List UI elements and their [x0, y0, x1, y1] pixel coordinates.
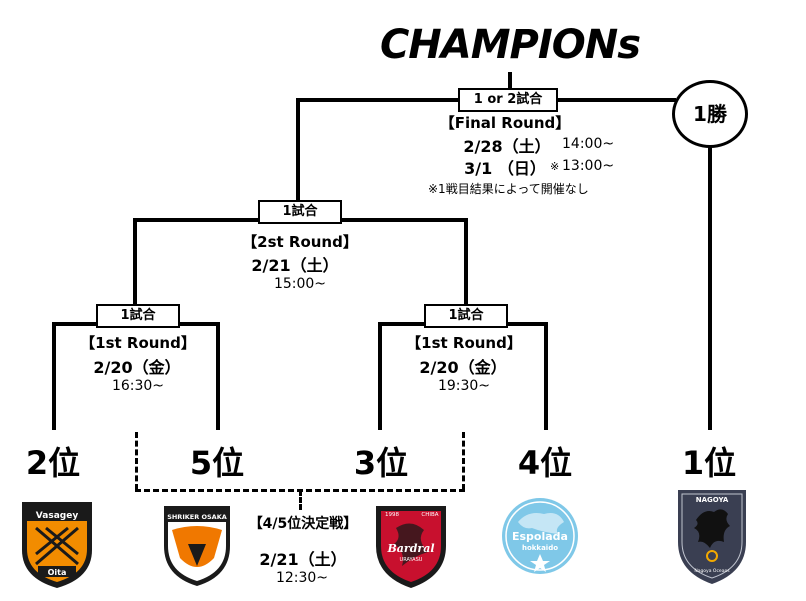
final-date-2: 3/1 （日）	[464, 159, 546, 178]
espolada-sub-text: hokkaido	[522, 544, 558, 552]
qf-right-date: 2/20（金）	[419, 358, 507, 377]
playoff-right-dashed-line	[462, 432, 465, 490]
shriker-top-text: SHRIKER OSAKA	[167, 513, 227, 521]
playoff-label: 【4/5位決定戦】	[248, 516, 358, 532]
final-note-mark: ※	[550, 160, 560, 173]
playoff-date: 2/21（土）	[259, 550, 347, 569]
nagoya-top-text: NAGOYA	[696, 496, 729, 504]
win-advantage-circle: 1勝	[672, 80, 748, 148]
semi-time: 15:00~	[273, 276, 327, 292]
page-title: CHAMPIONs	[379, 22, 641, 68]
playoff-left-dashed-line	[135, 432, 138, 490]
espolada-hokkaido-logo: Espolada hokkaido	[502, 498, 578, 574]
bardral-name-text: Bardral	[386, 542, 434, 555]
bardral-year-text: 1998	[385, 512, 399, 518]
final-time-1: 14:00~	[562, 136, 615, 152]
rank-5: 5位	[189, 444, 245, 482]
champion-stem-line	[508, 72, 512, 100]
final-left-drop-line	[296, 98, 300, 210]
rank-4: 4位	[517, 444, 573, 482]
qf-right-a-line	[378, 322, 382, 430]
vasagey-bottom-text: Oita	[48, 568, 67, 577]
first-place-line	[708, 142, 712, 430]
final-match-count-box: 1 or 2試合	[458, 88, 558, 112]
qf-right-time: 19:30~	[437, 378, 491, 394]
playoff-stem-dashed-line	[299, 490, 302, 510]
qf-right-match-count-box: 1試合	[424, 304, 508, 328]
espolada-name-text: Espolada	[512, 530, 568, 543]
rank-3: 3位	[353, 444, 409, 482]
vasagey-oita-logo: Vasagey Oita	[22, 502, 92, 588]
final-date-1: 2/28（土）	[463, 137, 551, 156]
qf-left-a-line	[52, 322, 56, 430]
nagoya-bottom-text: Nagoya Oceans	[694, 568, 730, 574]
qf-left-date: 2/20（金）	[93, 358, 181, 377]
qf-left-time: 16:30~	[111, 378, 165, 394]
final-note: ※1戦目結果によって開催なし	[428, 182, 589, 196]
bardral-urayasu-logo: 1998 CHIBA Bardral URAYASU	[376, 506, 446, 588]
semi-round-label: 【2st Round】	[242, 233, 358, 251]
shriker-osaka-logo: SHRIKER OSAKA	[164, 506, 230, 586]
qf-right-round-label: 【1st Round】	[406, 334, 522, 352]
rank-1: 1位	[681, 444, 737, 482]
final-round-label: 【Final Round】	[439, 114, 571, 132]
semi-date: 2/21（土）	[251, 256, 339, 275]
vasagey-top-text: Vasagey	[36, 511, 79, 521]
qf-left-match-count-box: 1試合	[96, 304, 180, 328]
qf-left-round-label: 【1st Round】	[80, 334, 196, 352]
semi-match-count-box: 1試合	[258, 200, 342, 224]
bardral-city-text: CHIBA	[421, 512, 438, 518]
semi-left-drop-line	[133, 218, 137, 312]
qf-right-b-line	[544, 322, 548, 430]
playoff-time: 12:30~	[275, 570, 329, 586]
final-time-2: 13:00~	[562, 158, 615, 174]
bardral-sub-text: URAYASU	[400, 557, 423, 563]
qf-left-b-line	[216, 322, 220, 430]
rank-2: 2位	[25, 444, 81, 482]
nagoya-oceans-logo: NAGOYA Nagoya Oceans	[678, 490, 746, 584]
semi-right-drop-line	[464, 218, 468, 312]
